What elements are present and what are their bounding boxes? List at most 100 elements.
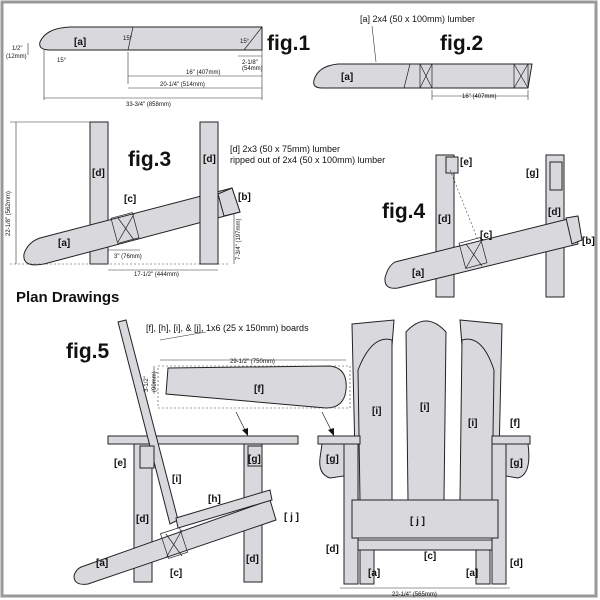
fig1-side-b: (54mm) bbox=[242, 66, 263, 72]
fig3-block-c-x2 bbox=[117, 213, 135, 243]
fig4-guide-line bbox=[449, 169, 479, 241]
fig4-block-c bbox=[458, 237, 488, 269]
fig4-label-e: [e] bbox=[460, 157, 472, 168]
fig4-cleat-g bbox=[549, 161, 563, 191]
fig4-leg-assembly: [e] [g] [d] [d] [c] [a] [b] bbox=[384, 154, 595, 298]
fig2-notch-1 bbox=[419, 63, 433, 89]
fig5-boards-note: [f], [h], [i], & [j], 1x6 (25 x 150mm) b… bbox=[146, 323, 309, 333]
fig1-thickness-a: 1/2" bbox=[12, 46, 22, 52]
fig5-arm-len: 29-1/2" (750mm) bbox=[230, 359, 275, 365]
fig5-label-i-side: [i] bbox=[172, 474, 181, 485]
fig5-label-d-front-right: [d] bbox=[510, 558, 523, 569]
fig3-label-d-right: [d] bbox=[203, 154, 216, 165]
fig4-board-a bbox=[384, 217, 579, 289]
fig5-side-block-e bbox=[139, 445, 155, 469]
fig5-arm-f-outline bbox=[157, 365, 351, 409]
fig1-len-33: 33-3/4" (858mm) bbox=[126, 102, 171, 108]
fig5-arrow-left-head bbox=[242, 428, 248, 436]
fig2-leg-blank: [a] 16" (407mm) bbox=[313, 25, 533, 100]
fig5-arm-w-b: (90mm) bbox=[152, 371, 158, 392]
fig3-label-b: [b] bbox=[238, 192, 251, 203]
fig5-front-width: 22-1/4" (565mm) bbox=[392, 592, 437, 598]
fig5-side-block-c-x1 bbox=[165, 533, 183, 557]
fig5-front-seat-c bbox=[357, 539, 493, 551]
fig5-side-block-c bbox=[160, 527, 188, 559]
fig4-label-b: [b] bbox=[582, 236, 595, 247]
fig5-front-rail-j bbox=[351, 499, 499, 539]
fig3-side: 7-3/4" (197mm) bbox=[236, 219, 242, 260]
fig5-label-g-front-right: [g] bbox=[510, 458, 523, 469]
fig1-label-a: [a] bbox=[74, 37, 86, 48]
fig1-arm-blank: [a] 15° 15° 15° 1/2" (12mm) 2-1/8" (54mm… bbox=[6, 26, 263, 108]
fig3-label-d-left: [d] bbox=[92, 168, 105, 179]
fig5-side-arm bbox=[107, 435, 299, 445]
fig1-board-a bbox=[39, 26, 263, 51]
fig5-side-view: [e] [g] [i] [h] [ j ] [d] [d] [a] [c] bbox=[73, 319, 299, 585]
fig4-block-e bbox=[445, 156, 459, 174]
fig2-len-16: 16" (407mm) bbox=[462, 94, 496, 100]
fig5-label-f-front: [f] bbox=[510, 418, 520, 429]
fig3-cleat-b bbox=[217, 187, 241, 217]
fig5-label-c-front: [c] bbox=[424, 551, 436, 562]
fig4-label-c: [c] bbox=[480, 230, 492, 241]
fig3-label-c: [c] bbox=[124, 194, 136, 205]
fig5-label-h: [h] bbox=[208, 494, 221, 505]
fig5-label-a-side: [a] bbox=[96, 558, 108, 569]
fig5-label-d-front-left: [d] bbox=[326, 544, 339, 555]
fig5-side-seat-h bbox=[175, 489, 273, 529]
fig2-notch-2-x2 bbox=[513, 63, 529, 89]
fig5-front-view: [i] [i] [i] [f] [g] [g] [ j ] [c] [d] [d… bbox=[317, 319, 531, 598]
fig2-lumber-note: [a] 2x4 (50 x 100mm) lumber bbox=[360, 14, 475, 24]
fig5-front-arm-left bbox=[317, 435, 361, 445]
fig5-label-d-back: [d] bbox=[246, 554, 259, 565]
fig4-block-c-x2 bbox=[465, 239, 483, 269]
fig5-label-j-front: [ j ] bbox=[410, 516, 425, 527]
fig3-lumber-note-2: ripped out of 2x4 (50 x 100mm) lumber bbox=[230, 155, 385, 165]
fig5-front-slat-i-left bbox=[357, 338, 393, 501]
fig1-len-20: 20-1/4" (514mm) bbox=[160, 82, 205, 88]
fig5-label-i-front-center: [i] bbox=[420, 402, 429, 413]
fig5-board-leader bbox=[159, 331, 207, 341]
fig1-end-cut bbox=[243, 26, 263, 51]
fig4-cleat-b bbox=[565, 215, 583, 245]
fig3-block-c-x1 bbox=[117, 217, 135, 241]
fig5-arm-board: [f] 29-1/2" (750mm) 3-1/2" (90mm) bbox=[144, 331, 351, 436]
fig1-angle-2: 15° bbox=[240, 39, 250, 45]
fig4-block-c-x1 bbox=[465, 243, 483, 267]
fig5-title: fig.5 bbox=[66, 340, 109, 363]
fig5-label-i-front-left: [i] bbox=[372, 406, 381, 417]
fig2-notch-1-x2 bbox=[419, 63, 433, 89]
fig5-front-board-a-left bbox=[359, 549, 375, 585]
fig5-side-cleat-g bbox=[247, 445, 263, 467]
fig3-block-c bbox=[110, 212, 140, 244]
fig1-angle-3: 15° bbox=[57, 58, 67, 64]
fig5-label-i-front-right: [i] bbox=[468, 418, 477, 429]
fig3-span: 17-1/2" (444mm) bbox=[134, 272, 179, 278]
fig2-leader bbox=[371, 25, 377, 63]
fig5-front-slat-i-center bbox=[405, 320, 447, 501]
fig5-arrow-right-head bbox=[328, 428, 334, 436]
fig3-title: fig.3 bbox=[128, 148, 171, 171]
fig2-label-a: [a] bbox=[341, 72, 353, 83]
fig2-board-a bbox=[313, 63, 533, 89]
fig5-arm-f bbox=[165, 365, 347, 409]
fig4-label-g: [g] bbox=[526, 168, 539, 179]
fig5-label-c-side: [c] bbox=[170, 568, 182, 579]
fig3-label-a: [a] bbox=[58, 238, 70, 249]
fig5-front-board-a-right bbox=[475, 549, 491, 585]
fig1-angle-1: 15° bbox=[123, 36, 133, 42]
fig1-thickness-b: (12mm) bbox=[6, 54, 27, 60]
fig4-label-a: [a] bbox=[412, 268, 424, 279]
fig1-cut-line bbox=[127, 26, 134, 51]
fig5-arrow-right bbox=[321, 411, 333, 433]
fig5-label-a-front-left: [a] bbox=[368, 568, 380, 579]
fig5-label-f-arm: [f] bbox=[254, 384, 264, 395]
fig5-front-arm-right bbox=[491, 435, 531, 445]
fig1-title: fig.1 bbox=[267, 32, 310, 55]
fig3-lumber-note-1: [d] 2x3 (50 x 75mm) lumber bbox=[230, 144, 340, 154]
fig5-label-g-side: [g] bbox=[248, 454, 261, 465]
fig3-height: 22-1/8" (562mm) bbox=[6, 191, 12, 236]
fig5-arm-w-a: 3-1/2" bbox=[144, 376, 150, 392]
